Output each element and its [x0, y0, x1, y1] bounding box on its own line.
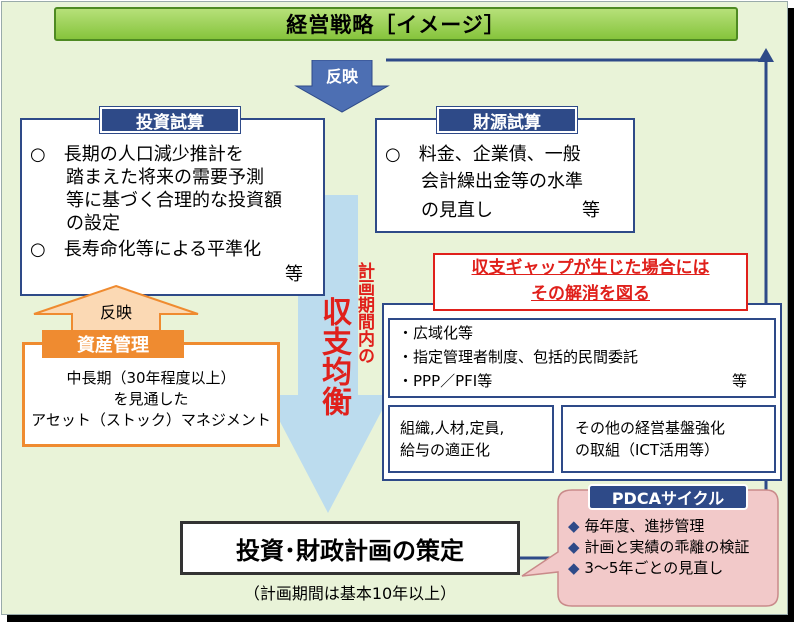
- finance-line-2: 会計繰出金等の水準: [385, 171, 583, 192]
- pdca-item-3: 3～5年ごとの見直し: [568, 558, 774, 579]
- org-line-2: 給与の適正化: [400, 441, 491, 459]
- gap-line-1: 収支ギャップが生じた場合には: [471, 258, 710, 278]
- page-title: 経営戦略［イメージ］: [286, 13, 506, 37]
- pdca-list: 毎年度、進捗管理 計画と実績の乖離の検証 3～5年ごとの見直し: [568, 516, 774, 579]
- finance-header: 財源試算: [437, 107, 577, 133]
- investment-line-3: 等に基づく合理的な投資額: [30, 190, 282, 211]
- gap-list-box: [388, 318, 776, 398]
- other-box: [561, 405, 776, 473]
- gap-list-suffix: 等: [732, 372, 748, 390]
- gap-line-2: その解消を図る: [531, 284, 650, 304]
- assets-line-3: アセット（ストック）マネジメント: [31, 411, 271, 429]
- org-line-1: 組織,人材,定員,: [400, 419, 505, 437]
- assets-header: 資産管理: [42, 330, 184, 358]
- central-down-arrow: [266, 195, 390, 513]
- investment-header: 投資試算: [100, 107, 240, 133]
- investment-line-1: ○ 長期の人口減少推計を: [30, 144, 244, 165]
- pdca-header: PDCAサイクル: [588, 484, 748, 510]
- finance-line-4: 等: [582, 200, 600, 221]
- assets-line-2: を見通した: [113, 390, 189, 408]
- assets-line-1: 中長期（30年程度以上）: [66, 369, 236, 387]
- gap-list-2: ・指定管理者制度、包括的民間委託: [398, 348, 639, 366]
- balance-big-text: 収支均衡: [316, 296, 351, 416]
- plan-title: 投資･財政計画の策定: [236, 536, 464, 565]
- investment-line-2: 踏まえた将来の需要予測: [30, 167, 264, 188]
- investment-line-6: 等: [285, 264, 303, 285]
- finance-box: [375, 118, 635, 233]
- balance-small-text: 計画期間内の: [354, 262, 374, 364]
- reflect-label-assets: 反映: [99, 303, 132, 322]
- title-bar: 経営戦略［イメージ］: [54, 7, 738, 41]
- investment-line-4: の設定: [30, 213, 120, 234]
- investment-line-5: ○ 長寿命化等による平準化: [30, 239, 262, 260]
- gap-list-1: ・広域化等: [398, 324, 474, 342]
- pdca-item-2: 計画と実績の乖離の検証: [568, 537, 774, 558]
- investment-box: [20, 118, 325, 296]
- reflect-label-top: 反映: [325, 67, 358, 86]
- gap-callout: 収支ギャップが生じた場合には その解消を図る: [433, 253, 748, 311]
- plan-subtitle: （計画期間は基本10年以上）: [243, 584, 457, 603]
- finance-line-1: ○ 料金、企業債、一般: [385, 144, 581, 165]
- finance-line-3: の見直し: [385, 200, 493, 221]
- reflect-down-arrow: [294, 60, 390, 113]
- pdca-item-1: 毎年度、進捗管理: [568, 516, 774, 537]
- gap-list-3: ・PPP／PFI等: [398, 372, 493, 390]
- plan-box: 投資･財政計画の策定: [180, 521, 520, 575]
- other-line-1: その他の経営基盤強化: [575, 419, 726, 437]
- other-line-2: の取組（ICT活用等）: [575, 441, 720, 459]
- org-box: [388, 405, 554, 473]
